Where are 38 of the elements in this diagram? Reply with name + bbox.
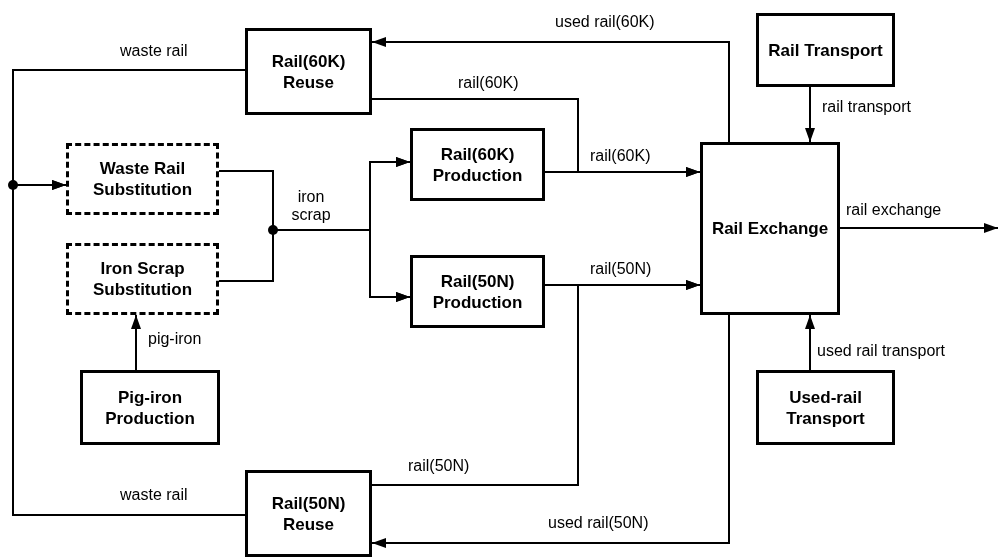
edge-label: used rail(50N) — [548, 514, 649, 532]
process-box — [245, 470, 372, 557]
process-box — [410, 255, 545, 328]
node-label: Rail(50N) Production — [431, 270, 524, 313]
edge-label: used rail transport — [817, 342, 946, 360]
arrow — [805, 86, 815, 143]
edge-label: rail exchange — [846, 201, 942, 219]
arrow — [371, 314, 730, 548]
edge-label: rail transport — [822, 98, 911, 116]
process-box — [66, 243, 219, 315]
process-box — [410, 128, 545, 201]
edge-label: pig-iron — [148, 330, 202, 348]
node-label: Pig-iron Production — [104, 386, 196, 429]
arrow — [839, 223, 999, 233]
arrow — [12, 180, 246, 516]
arrow — [131, 314, 141, 371]
edge-label: used rail(60K) — [555, 13, 655, 31]
node-label: Rail(50N) Reuse — [270, 492, 347, 535]
edge-label: rail(50N) — [408, 457, 470, 475]
node-label: Iron Scrap Substitution — [91, 258, 194, 300]
node-label: Rail(60K) Reuse — [270, 50, 347, 93]
process-box — [756, 13, 895, 87]
process-box — [245, 28, 372, 115]
node-label: Rail(60K) Production — [431, 143, 524, 186]
process-box — [66, 143, 219, 215]
edge-label: rail(50N) — [590, 260, 652, 278]
node-label: Rail Exchange — [710, 218, 830, 239]
edge-label: rail(60K) — [458, 74, 519, 92]
arrow — [371, 37, 730, 143]
process-box — [700, 142, 840, 315]
edge-label: rail(60K) — [590, 147, 651, 165]
process-box — [756, 370, 895, 445]
node-label: Waste Rail Substitution — [91, 158, 194, 200]
node-label: Used-rail Transport — [785, 386, 866, 429]
node-label: Rail Transport — [767, 39, 884, 61]
process-box — [80, 370, 220, 445]
arrow — [805, 314, 815, 371]
edge-label: iron scrap — [290, 188, 332, 224]
